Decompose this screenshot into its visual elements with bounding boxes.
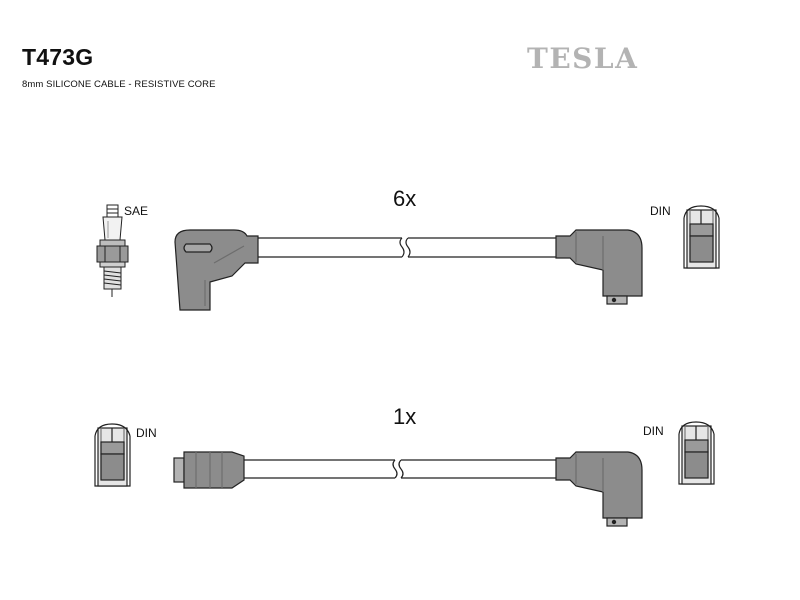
bottom-quantity-label: 1x <box>393 404 417 429</box>
top-quantity-label: 6x <box>393 186 417 211</box>
bottom-left-din-terminal-icon <box>94 423 131 487</box>
top-right-din-terminal-icon <box>683 205 720 269</box>
bottom-right-angled-boot <box>555 451 643 527</box>
bottom-right-connector-label: DIN <box>643 424 664 438</box>
bottom-left-straight-boot <box>173 451 245 489</box>
top-cable <box>258 237 556 258</box>
top-right-connector-label: DIN <box>650 204 671 218</box>
top-left-angled-boot <box>174 229 259 311</box>
part-number: T473G <box>22 44 94 70</box>
cable-description: 8mm SILICONE CABLE - RESISTIVE CORE <box>22 79 216 90</box>
spark-plug-icon <box>96 204 129 297</box>
bottom-cable <box>244 459 556 479</box>
top-left-connector-label: SAE <box>124 204 149 218</box>
brand-logo: TESLA <box>527 42 639 75</box>
bottom-left-connector-label: DIN <box>136 426 157 440</box>
top-right-angled-boot <box>555 229 643 305</box>
bottom-right-din-terminal-icon <box>678 421 715 485</box>
